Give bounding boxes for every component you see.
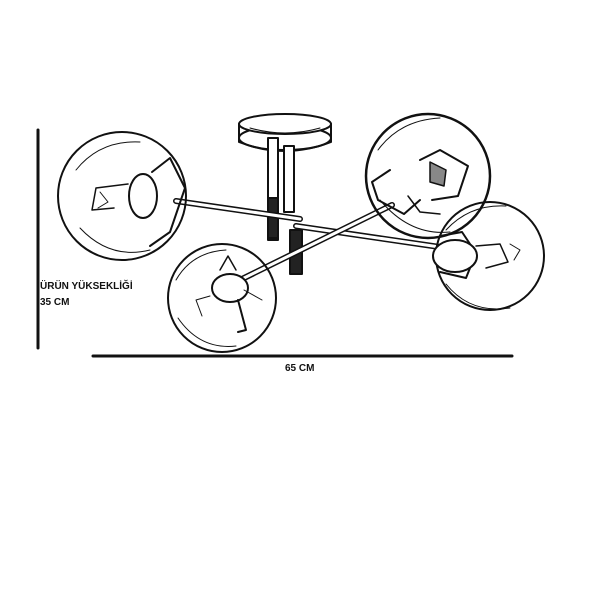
- height-value: 35 CM: [40, 297, 70, 308]
- arm-diagonal: [237, 202, 395, 283]
- globe-top-left: [57, 131, 187, 261]
- height-label: ÜRÜN YÜKSEKLİĞİ: [40, 281, 133, 292]
- width-value: 65 CM: [285, 363, 315, 374]
- arm-left: [173, 198, 303, 222]
- arm-right: [293, 223, 463, 253]
- globe-bottom-left: [167, 243, 277, 353]
- globe-bottom-right: [432, 201, 545, 311]
- globe-top-right: [364, 112, 492, 240]
